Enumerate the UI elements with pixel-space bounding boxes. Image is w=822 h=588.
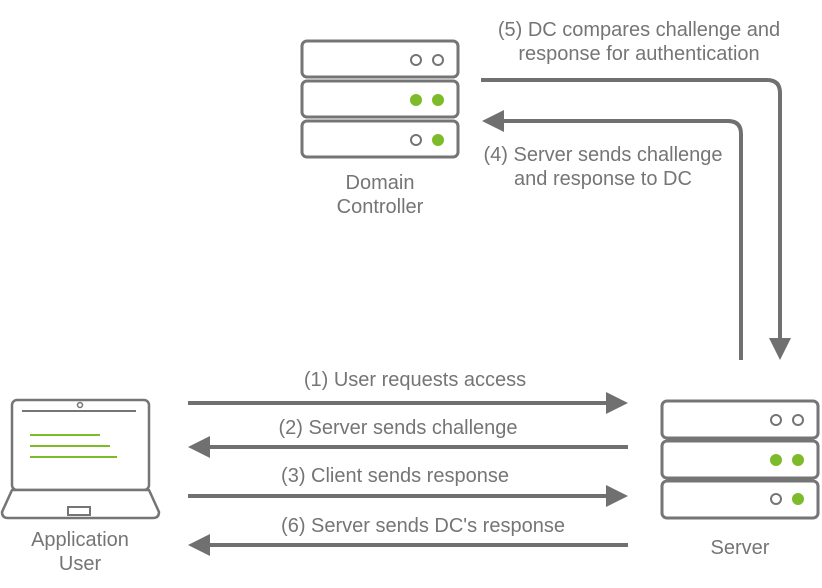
step-2-label: (2) Server sends challenge (278, 417, 518, 439)
domain-controller-label-line1: Domain (345, 172, 415, 194)
step-6-label: (6) Server sends DC's response (281, 515, 565, 537)
domain-controller-label: Domain Controller (300, 171, 460, 219)
application-user-label-line2: User (58, 553, 102, 575)
arrow-step-3 (188, 485, 628, 507)
step-4-label-line2: and response to DC (514, 168, 692, 190)
application-user-label-line1: Application (31, 529, 129, 551)
server-icon (660, 399, 820, 520)
step-1-label: (1) User requests access (303, 369, 527, 391)
laptop-icon (0, 398, 161, 520)
arrow-step-6 (188, 534, 628, 556)
application-user-label: Application User (0, 528, 160, 576)
step-5-label-line2: response for authentication (518, 43, 760, 65)
step-3-label: (3) Client sends response (281, 465, 509, 487)
arrow-step-2 (188, 436, 628, 458)
arrow-step-4 (482, 110, 743, 360)
server-label: Server (710, 537, 770, 559)
arrow-step-5 (481, 78, 791, 360)
step-4-label-line1: (4) Server sends challenge (483, 144, 723, 166)
domain-controller-label-line2: Controller (336, 196, 424, 218)
step-5-label: (5) DC compares challenge and response f… (464, 18, 814, 66)
domain-controller-icon (300, 39, 460, 159)
step-5-label-line1: (5) DC compares challenge and (497, 19, 781, 41)
arrow-step-1 (188, 392, 628, 414)
step-4-label: (4) Server sends challenge and response … (463, 143, 743, 191)
